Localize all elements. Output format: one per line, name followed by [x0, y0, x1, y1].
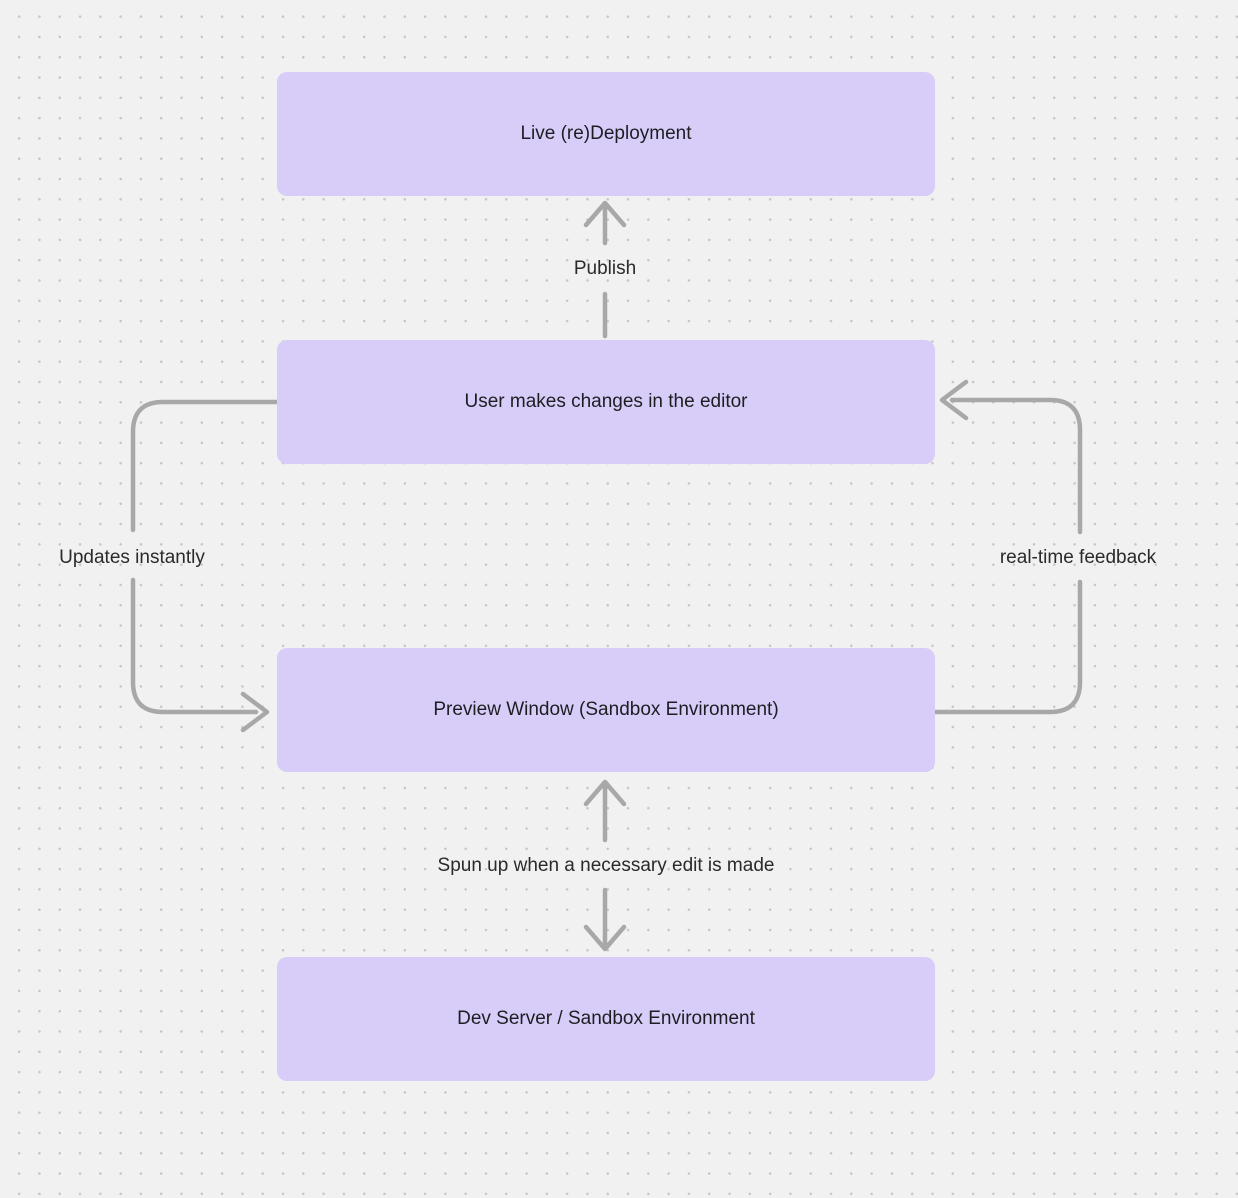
node-preview-window: Preview Window (Sandbox Environment): [277, 648, 935, 772]
edge-realtime-segment-top: [949, 397, 1083, 535]
node-live-redeployment: Live (re)Deployment: [277, 72, 935, 196]
node-user-editor-label: User makes changes in the editor: [464, 390, 748, 412]
node-user-editor: User makes changes in the editor: [277, 340, 935, 464]
edge-spunup-up-arrowhead-icon: [583, 779, 627, 807]
edge-realtime-segment-bottom: [932, 579, 1083, 715]
node-dev-server-label: Dev Server / Sandbox Environment: [457, 1007, 755, 1029]
edge-label-real-time-feedback: real-time feedback: [999, 547, 1157, 568]
edge-label-publish: Publish: [573, 258, 637, 279]
edge-updates-arrowhead-icon: [240, 691, 270, 733]
edge-spunup-down-arrowhead-icon: [583, 924, 627, 952]
node-preview-window-label: Preview Window (Sandbox Environment): [433, 698, 779, 720]
edge-publish-arrowhead-icon: [583, 200, 627, 228]
node-dev-server: Dev Server / Sandbox Environment: [277, 957, 935, 1081]
node-live-redeployment-label: Live (re)Deployment: [520, 122, 692, 144]
edge-label-spun-up: Spun up when a necessary edit is made: [437, 855, 775, 876]
edge-realtime-arrowhead-icon: [939, 379, 969, 421]
edge-updates-segment-top: [130, 399, 280, 533]
edge-label-updates-instantly: Updates instantly: [59, 547, 205, 568]
edge-updates-segment-bottom: [130, 577, 259, 715]
